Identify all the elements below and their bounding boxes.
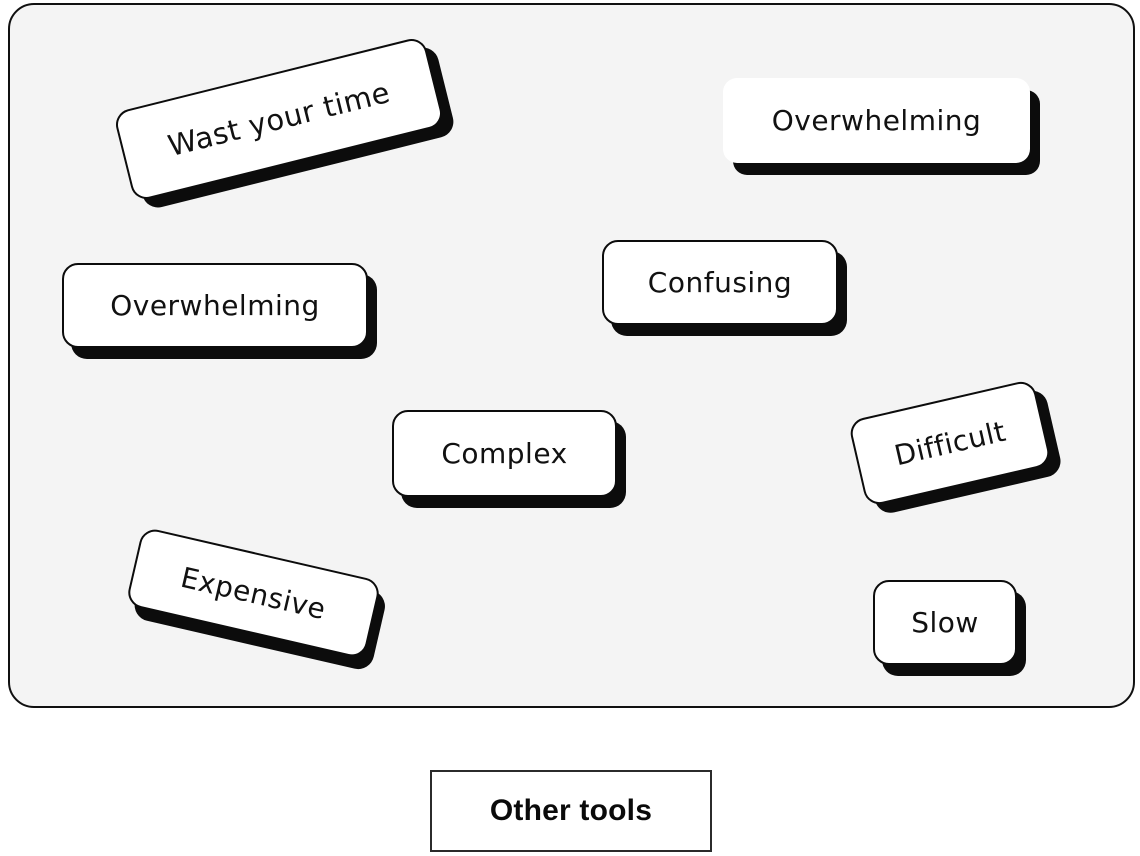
comparison-board: Wast your time Overwhelming Overwhelming…	[8, 3, 1135, 708]
sticker-expensive: Expensive	[125, 526, 382, 660]
other-tools-button[interactable]: Other tools	[430, 770, 712, 852]
sticker-slow: Slow	[873, 580, 1017, 665]
sticker-overwhelming-top: Overwhelming	[723, 78, 1030, 163]
sticker-confusing: Confusing	[602, 240, 838, 325]
sticker-wast-your-time: Wast your time	[112, 35, 446, 203]
sticker-difficult: Difficult	[847, 378, 1053, 508]
sticker-complex: Complex	[392, 410, 617, 497]
sticker-overwhelming-left: Overwhelming	[62, 263, 368, 348]
